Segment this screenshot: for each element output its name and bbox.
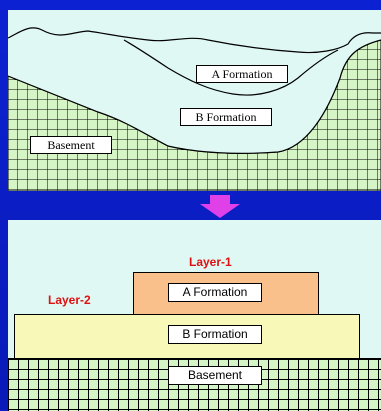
cross-section-panel: A Formation B Formation Basement (8, 10, 381, 191)
a-formation-label: A Formation (168, 283, 262, 302)
down-arrow-icon (200, 195, 240, 218)
a-formation-label: A Formation (196, 65, 288, 83)
b-formation-label: B Formation (168, 325, 262, 344)
a-formation-boundary (123, 39, 339, 96)
ground-surface (8, 27, 381, 54)
layer2-title: Layer-2 (48, 293, 91, 307)
basement-label: Basement (30, 136, 112, 154)
layer-model-panel: Layer-1 Layer-2 A Formation B Formation … (8, 220, 381, 411)
basement-label: Basement (168, 366, 262, 385)
b-formation-label: B Formation (180, 108, 272, 126)
layer1-title: Layer-1 (189, 255, 232, 269)
cross-section-drawing (8, 10, 381, 191)
